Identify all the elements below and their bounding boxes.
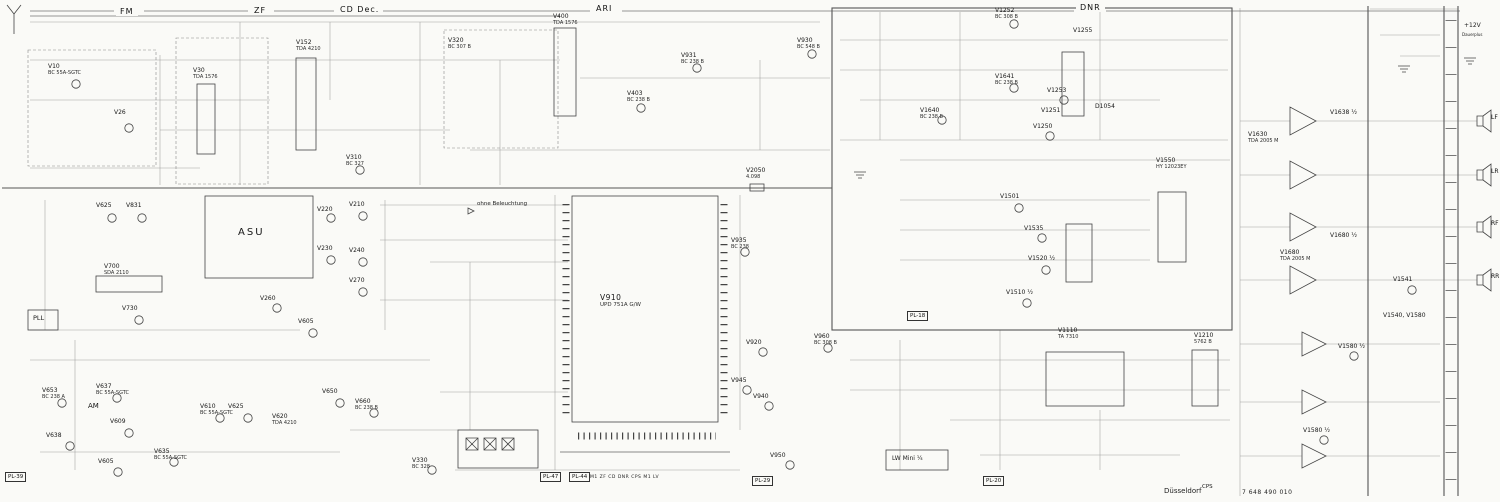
component-label-v1250: V1250 [1033, 123, 1053, 130]
component-label-v625-am: V625 [228, 403, 244, 410]
connector-pl-20: PL-20 [983, 476, 1005, 487]
component-label-v1580-half-a: V1580 ½ [1338, 343, 1366, 350]
component-label-v1520: V1520 ½ [1028, 255, 1056, 262]
component-label-v26: V26 [114, 109, 126, 116]
component-label-v920: V920 [746, 339, 762, 346]
footer-part-number: 7 648 490 010 [1242, 489, 1293, 496]
block-label-lw-mini: LW Mini ¼ [892, 455, 923, 462]
component-label-v230: V230 [317, 245, 333, 252]
power-label-12v: +12V [1464, 22, 1481, 29]
component-label-v609: V609 [110, 418, 126, 425]
block-label-am: AM [88, 402, 99, 410]
component-label-d1054: D1054 [1095, 103, 1115, 110]
power-label-dauerplus: Dauerplus [1462, 32, 1483, 37]
component-label-v605-mid: V605 [298, 318, 314, 325]
speaker-label-lf: LF [1491, 114, 1498, 121]
block-label-asu: ASU [238, 227, 265, 238]
component-label-v940: V940 [753, 393, 769, 400]
connector-pl-18: PL-18 [907, 311, 929, 322]
component-label-v1638: V1638 ½ [1330, 109, 1358, 116]
component-label-v240: V240 [349, 247, 365, 254]
component-label-v650: V650 [322, 388, 338, 395]
component-label-v1541: V1541 [1393, 276, 1413, 283]
component-label-v210: V210 [349, 201, 365, 208]
component-label-v260: V260 [260, 295, 276, 302]
component-label-v1540-v1580: V1540, V1580 [1383, 312, 1426, 319]
connector-pl-39: PL-39 [5, 472, 27, 483]
component-label-v625-fm: V625 [96, 202, 112, 209]
section-label-fm: FM [116, 7, 138, 16]
speaker-label-rf: RF [1491, 220, 1499, 227]
section-label-ari: ARI [592, 4, 617, 13]
speaker-label-lr: LR [1491, 168, 1499, 175]
component-label-v1251: V1251 [1041, 107, 1061, 114]
component-label-v220: V220 [317, 206, 333, 213]
component-label-v945: V945 [731, 377, 747, 384]
component-label-v1535: V1535 [1024, 225, 1044, 232]
section-label-dnr: DNR [1076, 3, 1105, 12]
note-lighting: ohne Beleuchtung [477, 201, 528, 207]
connector-pl-29: PL-29 [752, 476, 774, 487]
section-label-cd-dec: CD Dec. [336, 5, 384, 14]
component-label-v638: V638 [46, 432, 62, 439]
component-label-v1680-half: V1680 ½ [1330, 232, 1358, 239]
component-label-v831: V831 [126, 202, 142, 209]
component-label-v1580-half-b: V1580 ½ [1303, 427, 1331, 434]
component-label-v605-am: V605 [98, 458, 114, 465]
block-label-pll: PLL [33, 314, 45, 322]
speaker-label-rr: RR [1491, 273, 1500, 280]
component-label-v1501: V1501 [1000, 193, 1020, 200]
footer-city: Düsseldorf [1164, 487, 1202, 495]
component-label-v1253: V1253 [1047, 87, 1067, 94]
note-switch-legend: M1 ZF CD DNR CPS M1 LV [590, 475, 660, 480]
component-label-v730: V730 [122, 305, 138, 312]
connector-pl-47: PL-47 [540, 472, 562, 483]
connector-pl-44: PL-44 [569, 472, 591, 483]
block-label-cps: CPS [1202, 484, 1213, 490]
section-label-zf: ZF [250, 6, 271, 15]
component-label-v270: V270 [349, 277, 365, 284]
component-label-v1255: V1255 [1073, 27, 1093, 34]
component-label-v1510: V1510 ½ [1006, 289, 1034, 296]
component-label-v950: V950 [770, 452, 786, 459]
